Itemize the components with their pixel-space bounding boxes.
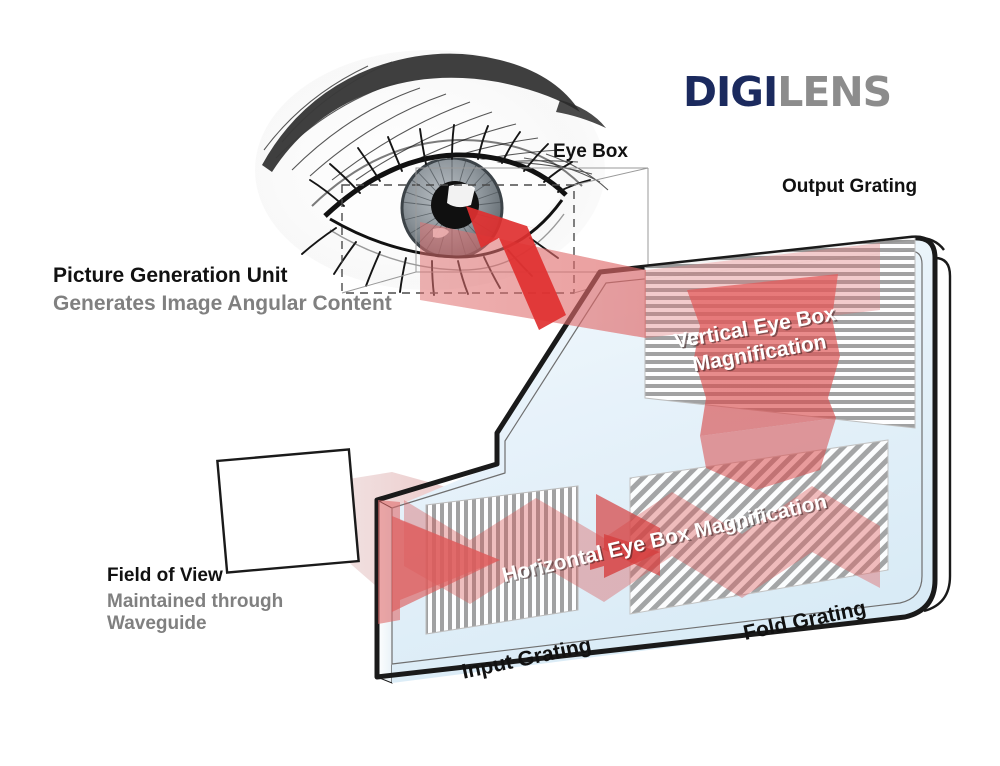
waveguide-back-edge bbox=[923, 256, 952, 613]
logo-secondary-text: LENS bbox=[777, 68, 892, 116]
picture-generation-unit-sublabel: Generates Image Angular Content bbox=[53, 292, 392, 315]
field-of-view-plane bbox=[216, 448, 360, 574]
eyebrow bbox=[262, 53, 606, 172]
eye-highlight-upper bbox=[447, 183, 475, 208]
field-of-view-label: Field of View bbox=[107, 565, 223, 586]
output-grating-label: Output Grating bbox=[782, 176, 918, 197]
field-of-view-sublabel-line2: Waveguide bbox=[107, 613, 207, 635]
picture-generation-unit-label: Picture Generation Unit bbox=[53, 264, 288, 287]
field-of-view-sublabel-line1: Maintained through bbox=[107, 591, 284, 612]
eye-box-label: Eye Box bbox=[553, 141, 628, 162]
red-arrow-to-eye bbox=[466, 206, 566, 330]
vertical-magnification-beam bbox=[687, 274, 840, 490]
digilens-logo: DIGILENS bbox=[683, 68, 892, 116]
logo-primary-text: DIGI bbox=[683, 68, 778, 116]
